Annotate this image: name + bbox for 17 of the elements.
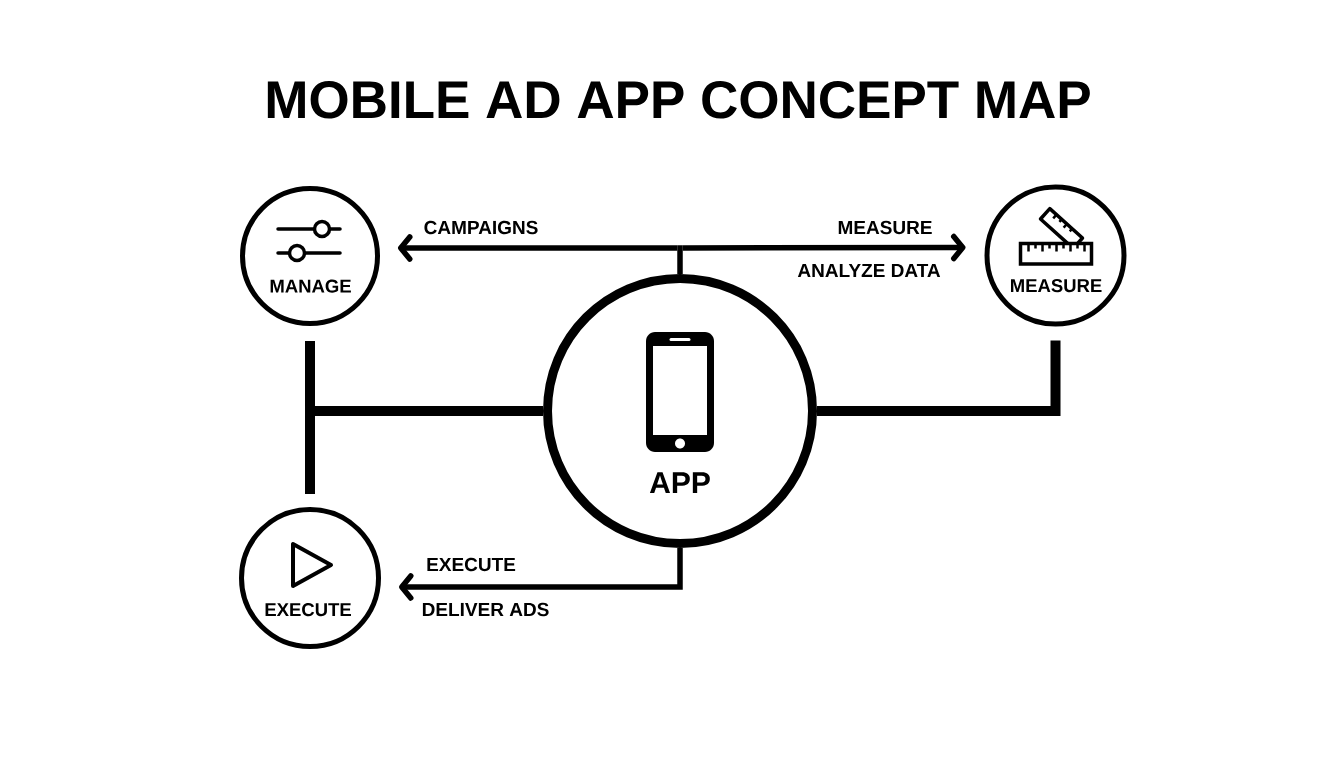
connector-line [817, 340, 1061, 416]
connector-line [677, 245, 683, 274]
edge-label: MEASURE [838, 220, 932, 235]
arrow [398, 234, 678, 262]
arrow [682, 233, 966, 262]
arrow [399, 548, 683, 601]
circle-node: EXECUTE [239, 507, 381, 649]
edge-label: CAMPAIGNS [424, 220, 538, 235]
circle-node: MANAGE [240, 186, 380, 326]
connector-line [305, 406, 543, 416]
caption-text: ANALYZE DATA [797, 263, 941, 277]
title: MOBILE AD APP CONCEPT MAP [267, 81, 1090, 119]
connector-line [305, 416, 315, 494]
edge-label: EXECUTE [427, 557, 516, 572]
connector-line [305, 341, 315, 406]
circle-node: MEASURE [984, 184, 1127, 327]
caption-text: DELIVER ADS [422, 602, 549, 617]
